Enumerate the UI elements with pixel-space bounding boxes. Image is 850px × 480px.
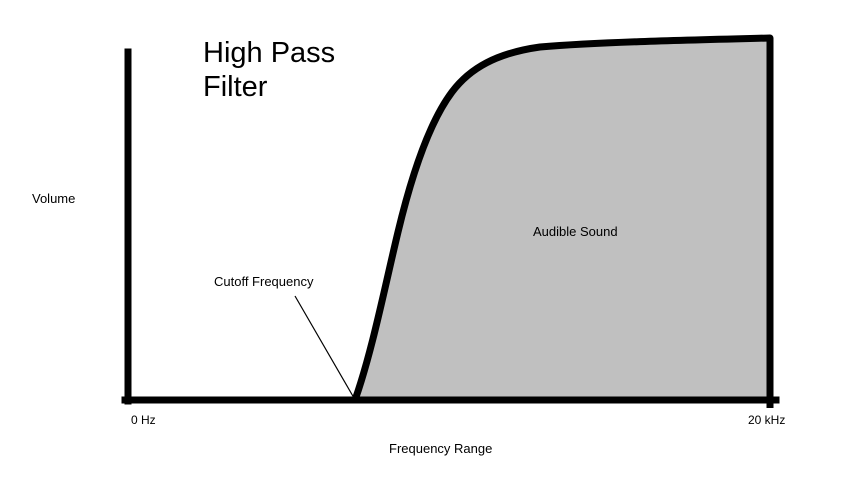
- chart-title-line-2: Filter: [203, 71, 268, 104]
- frequency-response-curve: [351, 34, 774, 404]
- x-axis-tick-label-min: 0 Hz: [131, 413, 156, 427]
- x-axis-title: Frequency Range: [389, 441, 493, 456]
- y-axis-title: Volume: [32, 191, 76, 206]
- audible-sound-region: [355, 38, 770, 400]
- chart-title-line-1: High Pass: [203, 37, 336, 69]
- x-axis-tick-label-max: 20 kHz: [748, 413, 786, 427]
- cutoff-frequency-leader-line: [294, 295, 355, 399]
- cutoff-frequency-annotation: Cutoff Frequency: [214, 274, 314, 289]
- audible-sound-annotation: Audible Sound: [533, 224, 618, 239]
